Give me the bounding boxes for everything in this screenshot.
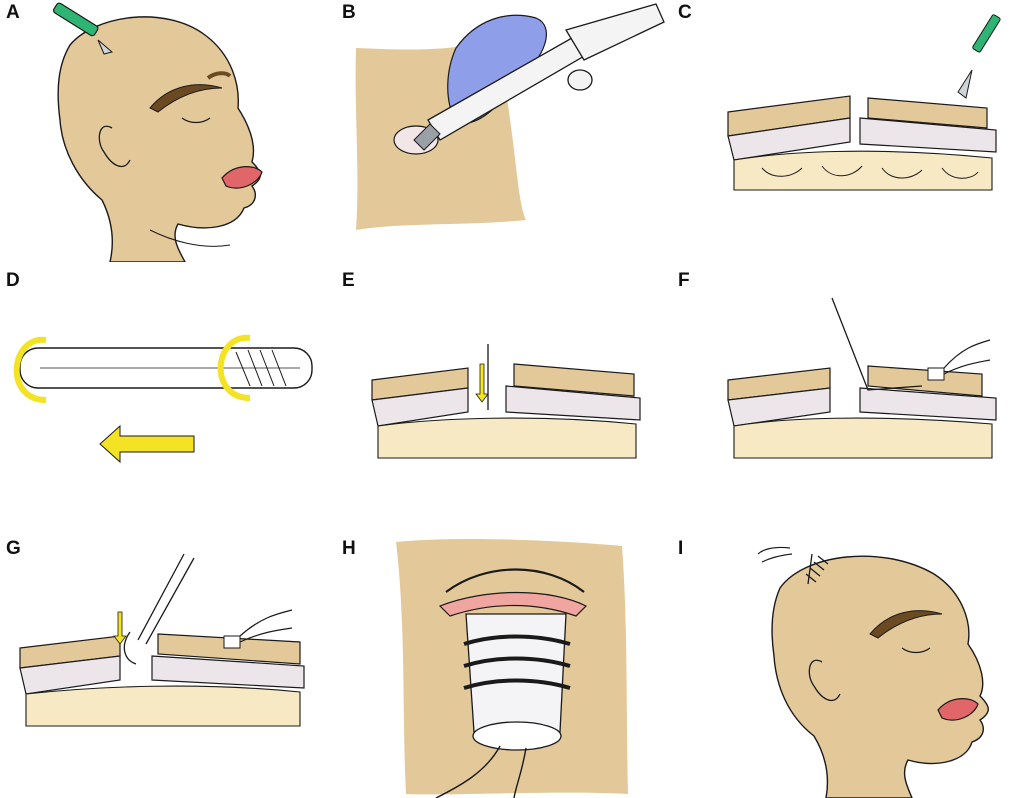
scalpel-blade bbox=[97, 39, 114, 55]
scalp-right bbox=[513, 363, 635, 397]
panel-label: C bbox=[678, 2, 692, 23]
dura-right bbox=[859, 387, 997, 421]
suture-1 bbox=[463, 634, 571, 646]
panel-label: I bbox=[678, 538, 684, 559]
panel-h: H bbox=[336, 536, 666, 798]
dura-right bbox=[859, 117, 997, 153]
dura-right bbox=[151, 655, 305, 689]
panel-d: D bbox=[0, 268, 330, 530]
panel-label: H bbox=[342, 538, 356, 559]
panel-e: E bbox=[336, 268, 666, 530]
catheter-rotation-illustration bbox=[13, 334, 313, 464]
catheter-fixation-illustration bbox=[19, 553, 305, 727]
panel-a: A bbox=[0, 0, 330, 262]
catheter-placement-illustration bbox=[727, 297, 997, 459]
panel-b: B bbox=[336, 0, 666, 262]
dura-left bbox=[19, 655, 121, 695]
eyebrow bbox=[149, 84, 223, 113]
bone-row bbox=[733, 150, 993, 191]
scalp-right bbox=[157, 633, 301, 665]
panel-label: F bbox=[678, 270, 690, 291]
suture-3 bbox=[463, 678, 571, 690]
drill-bit bbox=[413, 123, 441, 151]
panel-label: B bbox=[342, 2, 356, 23]
bone-row bbox=[377, 417, 637, 459]
catheter-exit bbox=[757, 546, 793, 563]
ear bbox=[98, 125, 131, 168]
ear bbox=[808, 659, 841, 702]
catheter-tubes bbox=[435, 745, 527, 798]
burr-hole-illustration bbox=[355, 3, 665, 230]
stitches bbox=[805, 553, 829, 585]
dura-left bbox=[371, 387, 469, 427]
rotation-arrow-left bbox=[13, 336, 47, 403]
closed-eye bbox=[901, 647, 931, 654]
scalp-right bbox=[867, 97, 988, 129]
catheter-lines bbox=[943, 339, 991, 375]
withdraw-arrow bbox=[99, 424, 195, 464]
scalpel-handle bbox=[53, 2, 99, 37]
scalpel-blade bbox=[957, 69, 973, 99]
closed-eye bbox=[181, 117, 211, 124]
down-arrow bbox=[113, 611, 127, 645]
bone-row bbox=[25, 685, 301, 727]
panel-label: A bbox=[6, 2, 20, 23]
panel-c: C bbox=[672, 0, 1002, 262]
suture-2 bbox=[463, 656, 571, 668]
panel-label: D bbox=[6, 270, 20, 291]
lips bbox=[221, 166, 263, 189]
dural-rim bbox=[438, 591, 588, 617]
spiral-thread bbox=[235, 349, 287, 387]
scalpel-handle bbox=[972, 14, 1001, 53]
closed-incision-illustration bbox=[757, 546, 989, 798]
lips bbox=[937, 698, 979, 721]
head bbox=[771, 555, 989, 798]
neck-line bbox=[149, 229, 231, 247]
rotation-arrow-right bbox=[217, 334, 251, 401]
guide-wire bbox=[831, 297, 923, 391]
catheter-lines bbox=[239, 609, 293, 643]
sutured-sheath-illustration bbox=[396, 539, 628, 798]
scalp-incision-illustration bbox=[53, 2, 263, 262]
head bbox=[57, 16, 261, 262]
dura-left bbox=[727, 117, 851, 161]
panel-g: G bbox=[0, 536, 330, 798]
catheter-clip bbox=[927, 367, 945, 381]
sheath-opening bbox=[472, 721, 562, 751]
sheath bbox=[465, 613, 567, 733]
panel-i: I bbox=[672, 536, 1002, 798]
catheter-clip bbox=[223, 635, 241, 649]
eyebrow-2 bbox=[206, 71, 232, 80]
drill-handle bbox=[565, 3, 665, 61]
dura-left bbox=[727, 387, 831, 427]
panel-label: G bbox=[6, 538, 21, 559]
panel-label: E bbox=[342, 270, 355, 291]
eyebrow bbox=[869, 610, 943, 639]
bone-row bbox=[733, 417, 993, 459]
panel-f: F bbox=[672, 268, 1002, 530]
down-arrow bbox=[475, 363, 489, 403]
forceps bbox=[123, 553, 195, 665]
upper-arc bbox=[445, 568, 585, 593]
dura-right bbox=[505, 385, 641, 421]
drill-cap bbox=[567, 69, 593, 91]
dural-incision-illustration bbox=[727, 14, 1001, 191]
gyri bbox=[761, 165, 979, 179]
needle-insertion-illustration bbox=[371, 344, 641, 459]
